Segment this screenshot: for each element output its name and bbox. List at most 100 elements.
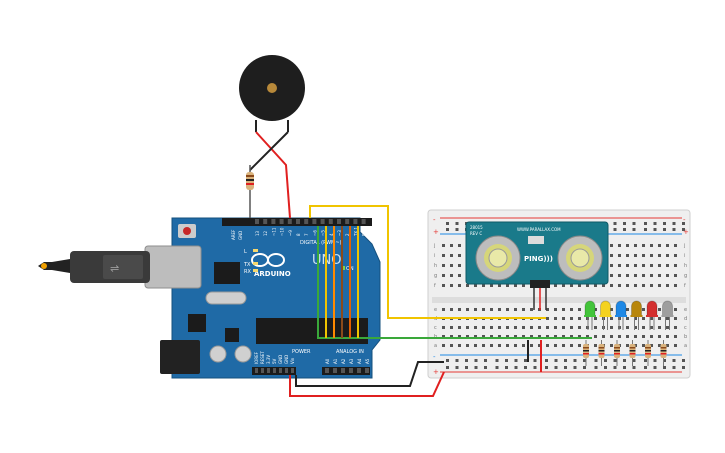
breadboard-hole[interactable] <box>474 308 477 311</box>
breadboard-hole[interactable] <box>538 326 541 329</box>
breadboard-hole[interactable] <box>498 308 501 311</box>
breadboard-hole[interactable] <box>442 308 445 311</box>
rail-hole[interactable] <box>533 366 537 369</box>
breadboard-hole[interactable] <box>506 344 509 347</box>
rail-hole[interactable] <box>465 359 468 362</box>
breadboard-hole[interactable] <box>674 254 677 257</box>
breadboard-hole[interactable] <box>578 317 581 320</box>
rail-hole[interactable] <box>632 222 636 225</box>
header-pin[interactable] <box>365 368 369 373</box>
breadboard-hole[interactable] <box>618 335 621 338</box>
breadboard-hole[interactable] <box>514 308 517 311</box>
breadboard-hole[interactable] <box>650 274 653 277</box>
rail-hole[interactable] <box>644 222 647 225</box>
rail-hole[interactable] <box>484 366 487 369</box>
header-pin[interactable] <box>273 368 276 373</box>
breadboard-hole[interactable] <box>578 344 581 347</box>
breadboard-hole[interactable] <box>506 326 509 329</box>
breadboard-hole[interactable] <box>666 326 669 329</box>
breadboard-hole[interactable] <box>618 264 621 267</box>
breadboard-hole[interactable] <box>610 284 613 287</box>
breadboard-hole[interactable] <box>514 344 517 347</box>
breadboard-hole[interactable] <box>570 317 573 320</box>
rail-hole[interactable] <box>594 366 598 369</box>
header-pin[interactable] <box>255 368 258 373</box>
breadboard-hole[interactable] <box>666 284 669 287</box>
breadboard-hole[interactable] <box>554 317 557 320</box>
breadboard-hole[interactable] <box>666 244 669 247</box>
breadboard-hole[interactable] <box>594 284 597 287</box>
header-pin[interactable] <box>263 219 268 224</box>
breadboard-hole[interactable] <box>610 308 613 311</box>
header-pin[interactable] <box>304 219 309 224</box>
header-pin[interactable] <box>312 219 317 224</box>
header-pin[interactable] <box>296 219 300 224</box>
breadboard-hole[interactable] <box>674 274 677 277</box>
breadboard-hole[interactable] <box>642 264 645 267</box>
breadboard-hole[interactable] <box>674 317 677 320</box>
rail-hole[interactable] <box>446 228 449 231</box>
header-pin[interactable] <box>353 219 358 224</box>
breadboard-hole[interactable] <box>610 317 613 320</box>
breadboard-hole[interactable] <box>490 344 493 347</box>
breadboard-hole[interactable] <box>658 308 661 311</box>
led[interactable] <box>662 300 673 317</box>
rail-hole[interactable] <box>663 222 666 225</box>
breadboard-hole[interactable] <box>610 254 613 257</box>
breadboard-hole[interactable] <box>562 284 565 287</box>
rail-hole[interactable] <box>613 222 617 225</box>
breadboard-hole[interactable] <box>450 284 453 287</box>
breadboard-hole[interactable] <box>562 308 565 311</box>
breadboard-hole[interactable] <box>458 274 461 277</box>
rail-hole[interactable] <box>495 359 499 362</box>
rail-hole[interactable] <box>632 359 636 362</box>
breadboard-hole[interactable] <box>666 335 669 338</box>
breadboard-hole[interactable] <box>490 335 493 338</box>
breadboard-hole[interactable] <box>522 344 525 347</box>
rail-hole[interactable] <box>455 359 459 362</box>
rail-hole[interactable] <box>623 366 626 369</box>
breadboard-hole[interactable] <box>618 254 621 257</box>
rail-hole[interactable] <box>573 366 577 369</box>
breadboard-hole[interactable] <box>450 344 453 347</box>
breadboard-hole[interactable] <box>610 264 613 267</box>
breadboard-hole[interactable] <box>650 326 653 329</box>
breadboard-hole[interactable] <box>530 308 533 311</box>
breadboard-hole[interactable] <box>658 254 661 257</box>
rail-hole[interactable] <box>682 222 685 225</box>
breadboard-hole[interactable] <box>482 326 485 329</box>
breadboard-hole[interactable] <box>458 264 461 267</box>
header-pin[interactable] <box>287 219 292 224</box>
breadboard-hole[interactable] <box>546 344 549 347</box>
header-pin[interactable] <box>291 368 294 373</box>
rail-hole[interactable] <box>682 359 685 362</box>
breadboard-hole[interactable] <box>562 317 565 320</box>
ping-ultrasonic-sensor[interactable]: PING))) WWW.PARALLAX.COM 28015 REV C <box>465 221 609 310</box>
breadboard-hole[interactable] <box>642 326 645 329</box>
rail-hole[interactable] <box>455 222 459 225</box>
breadboard-hole[interactable] <box>562 326 565 329</box>
rail-hole[interactable] <box>632 228 636 231</box>
breadboard-hole[interactable] <box>498 335 501 338</box>
breadboard-hole[interactable] <box>650 244 653 247</box>
breadboard-hole[interactable] <box>642 274 645 277</box>
breadboard-hole[interactable] <box>570 344 573 347</box>
breadboard-hole[interactable] <box>522 326 525 329</box>
breadboard-hole[interactable] <box>522 308 525 311</box>
rail-hole[interactable] <box>554 359 558 362</box>
rail-hole[interactable] <box>455 228 459 231</box>
led[interactable] <box>600 300 611 317</box>
breadboard-hole[interactable] <box>450 308 453 311</box>
breadboard-hole[interactable] <box>626 335 629 338</box>
rail-hole[interactable] <box>663 228 666 231</box>
breadboard-hole[interactable] <box>554 344 557 347</box>
breadboard-hole[interactable] <box>634 284 637 287</box>
breadboard-hole[interactable] <box>546 308 549 311</box>
rail-hole[interactable] <box>613 228 617 231</box>
breadboard-hole[interactable] <box>658 344 661 347</box>
breadboard-hole[interactable] <box>442 284 445 287</box>
header-pin[interactable] <box>279 219 284 224</box>
breadboard-hole[interactable] <box>474 335 477 338</box>
breadboard-hole[interactable] <box>474 284 477 287</box>
breadboard-hole[interactable] <box>578 326 581 329</box>
